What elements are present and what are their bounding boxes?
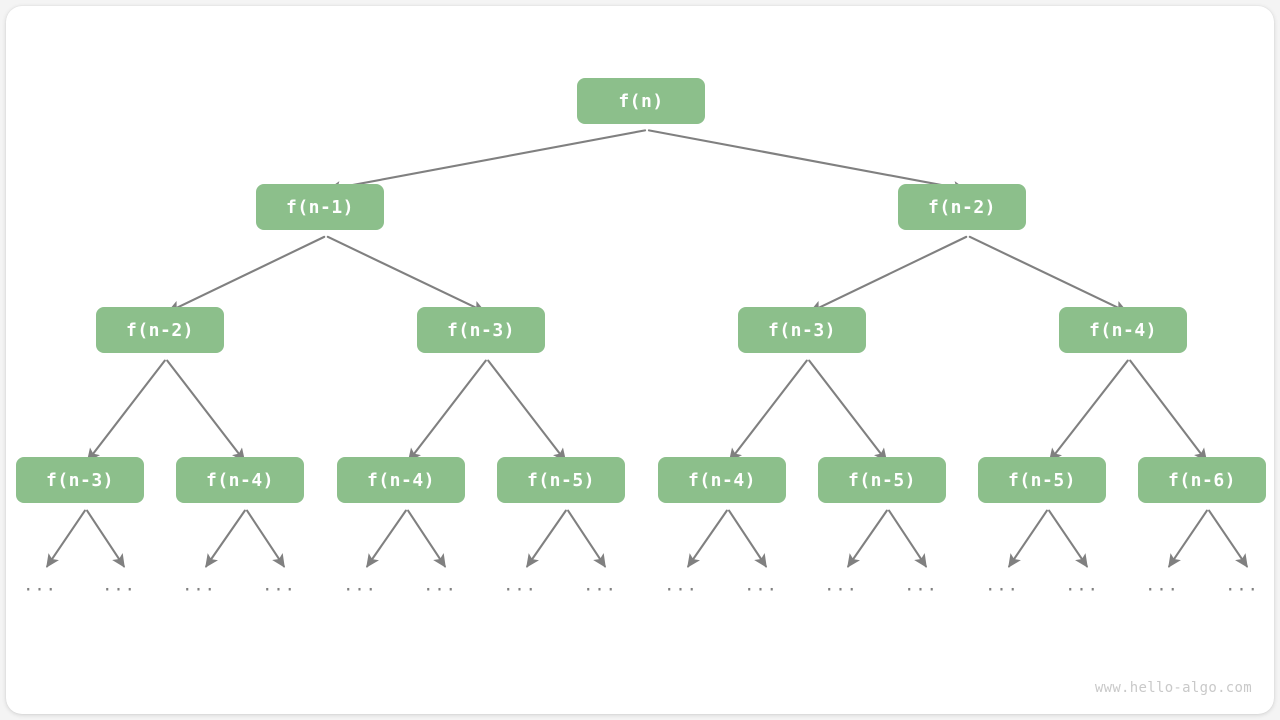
tree-node[interactable]: f(n-1) [256, 184, 384, 230]
ellipsis-marker: ... [23, 575, 57, 596]
tree-edge-leaf [1008, 509, 1048, 568]
tree-edge-leaf [728, 509, 767, 568]
ellipsis-marker: ... [182, 575, 216, 596]
ellipsis-marker: ... [102, 575, 136, 596]
tree-edge [167, 235, 326, 313]
tree-node[interactable]: f(n-4) [337, 457, 465, 503]
tree-node[interactable]: f(n-2) [96, 307, 224, 353]
tree-edge [728, 359, 808, 462]
watermark: www.hello-algo.com [1094, 680, 1252, 696]
tree-edge [809, 235, 968, 313]
tree-edge [1048, 359, 1129, 462]
ellipsis-marker: ... [664, 575, 698, 596]
tree-node[interactable]: f(n-5) [818, 457, 946, 503]
tree-edge [968, 235, 1128, 313]
tree-node[interactable]: f(n-3) [16, 457, 144, 503]
tree-edge-leaf [687, 509, 728, 568]
tree-node[interactable]: f(n-4) [176, 457, 304, 503]
tree-edge-leaf [526, 509, 567, 568]
ellipsis-marker: ... [1225, 575, 1259, 596]
tree-edge-leaf [205, 509, 246, 568]
diagram-card: f(n) f(n-1) f(n-2) f(n-2) f(n-3) f(n-3) f(n-4)… [6, 6, 1274, 714]
tree-edge [808, 359, 888, 462]
tree-edge [407, 359, 487, 462]
tree-edge [326, 235, 486, 313]
ellipsis-marker: ... [583, 575, 617, 596]
tree-edge-leaf [246, 509, 285, 568]
tree-edge-leaf [46, 509, 86, 568]
tree-node[interactable]: f(n-5) [497, 457, 625, 503]
tree-node[interactable]: f(n-6) [1138, 457, 1266, 503]
ellipsis-marker: ... [343, 575, 377, 596]
ellipsis-marker: ... [1065, 575, 1099, 596]
tree-edge [487, 359, 567, 462]
tree-node[interactable]: f(n-2) [898, 184, 1026, 230]
tree-node[interactable]: f(n-3) [417, 307, 545, 353]
ellipsis-marker: ... [904, 575, 938, 596]
ellipsis-marker: ... [824, 575, 858, 596]
tree-node[interactable]: f(n-4) [658, 457, 786, 503]
tree-edge-leaf [366, 509, 407, 568]
ellipsis-marker: ... [423, 575, 457, 596]
tree-node[interactable]: f(n-4) [1059, 307, 1187, 353]
tree-edge-leaf [567, 509, 606, 568]
ellipsis-marker: ... [262, 575, 296, 596]
ellipsis-marker: ... [503, 575, 537, 596]
tree-edge-leaf [1168, 509, 1208, 568]
tree-edge [1129, 359, 1208, 462]
tree-edge [647, 129, 967, 194]
ellipsis-marker: ... [985, 575, 1019, 596]
tree-edge-leaf [86, 509, 125, 568]
ellipsis-marker: ... [1145, 575, 1179, 596]
tree-node[interactable]: f(n-5) [978, 457, 1106, 503]
tree-edge-leaf [847, 509, 888, 568]
tree-edge [166, 359, 246, 462]
tree-node[interactable]: f(n-3) [738, 307, 866, 353]
tree-edge-leaf [407, 509, 446, 568]
tree-edge [327, 129, 647, 194]
tree-edge-leaf [1208, 509, 1248, 568]
tree-node[interactable]: f(n) [577, 78, 705, 124]
tree-edge-leaf [1048, 509, 1088, 568]
tree-edge [86, 359, 166, 462]
tree-edge-leaf [888, 509, 927, 568]
ellipsis-marker: ... [744, 575, 778, 596]
